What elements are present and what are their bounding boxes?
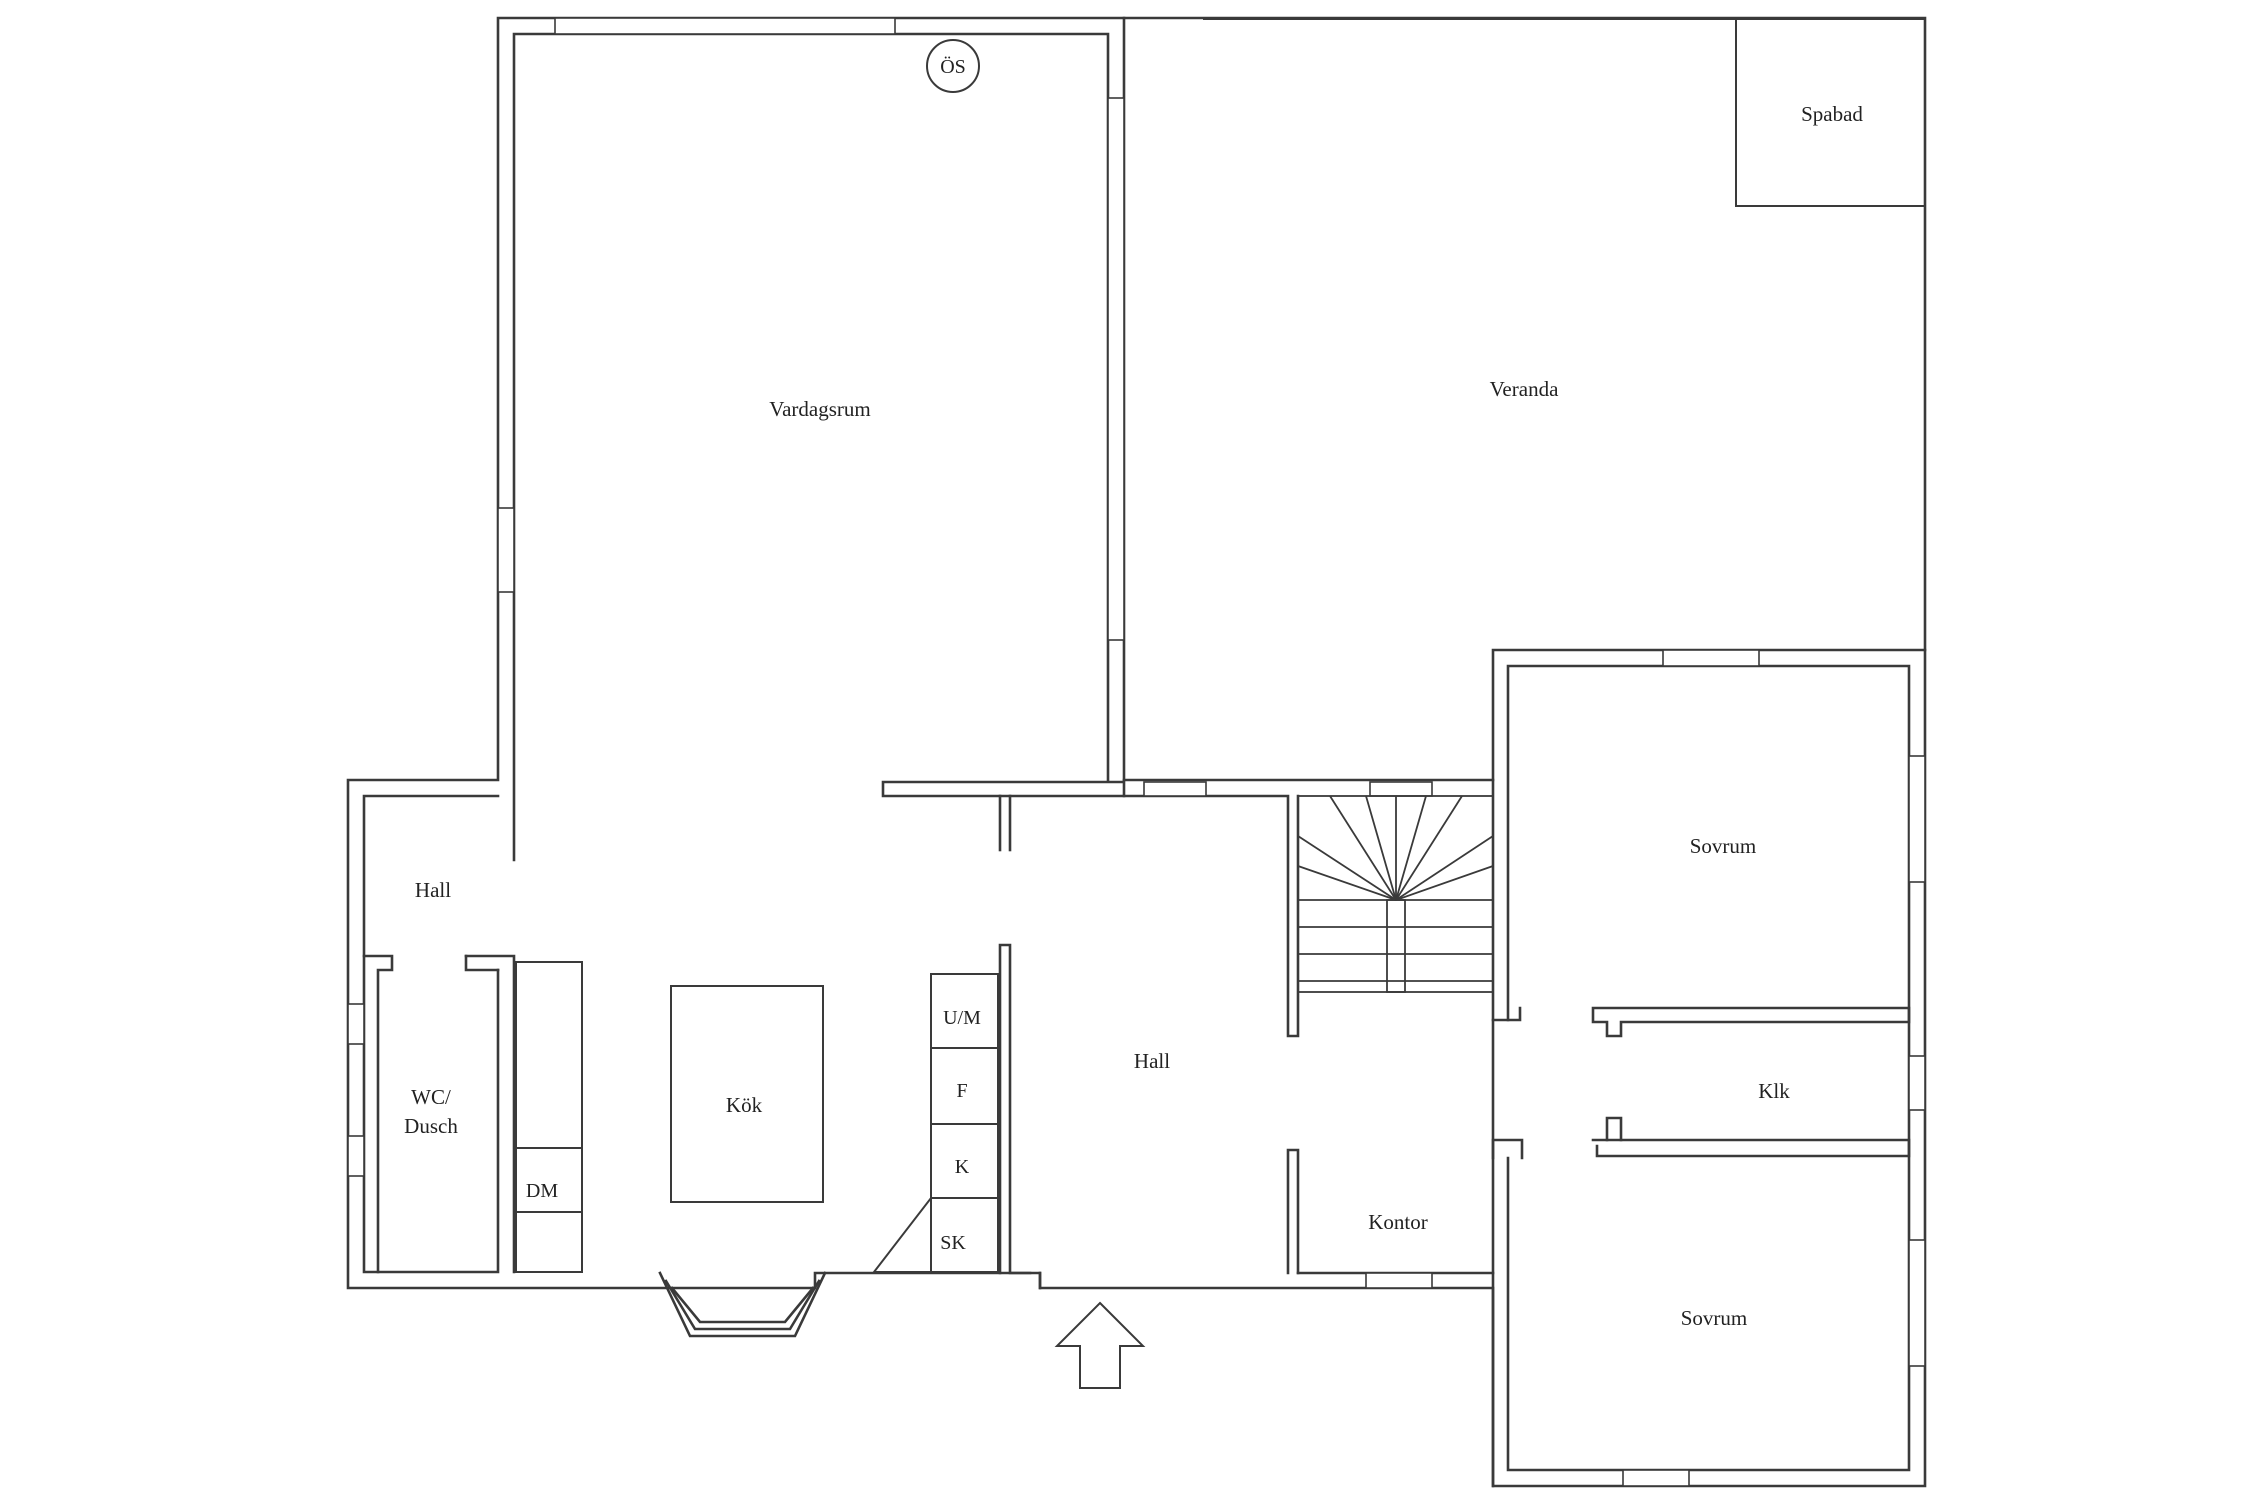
label-bath-line2: Dusch <box>404 1114 458 1138</box>
bedroom-block-inner <box>1506 664 1911 1472</box>
window-bath-west-a <box>347 1003 365 1045</box>
bath-door-stub-left <box>362 954 394 1274</box>
window-bedroom2-east <box>1908 1239 1926 1367</box>
bay-window-glass <box>664 1279 821 1331</box>
spa-outline <box>1735 17 1926 207</box>
bedroom-wardrobe-wall <box>1591 1006 1911 1038</box>
label-wardrobe: Klk <box>1758 1079 1790 1103</box>
label-hall-center: Hall <box>1134 1049 1170 1073</box>
label-oven-micro: U/M <box>943 1007 981 1029</box>
living-west-inner-wall <box>512 32 1110 862</box>
label-bath-line1: WC/ <box>411 1085 451 1109</box>
label-living-room: Vardagsrum <box>769 397 870 421</box>
labels: Vardagsrum Veranda Spabad ÖS Hall Hall W… <box>404 55 1863 1330</box>
stair-right-wall <box>1491 1006 1522 1022</box>
bedroom-block-outer <box>1491 648 1927 1488</box>
label-dishwasher: DM <box>526 1180 558 1202</box>
window-bedroom-north <box>1662 649 1760 667</box>
window-veranda-door-a <box>1143 781 1207 797</box>
veranda-bottom-wall <box>881 780 1126 798</box>
office-east-wall <box>1491 1138 1524 1160</box>
stair-newel <box>1386 899 1406 993</box>
label-veranda: Veranda <box>1490 377 1559 401</box>
label-bedroom-lower: Sovrum <box>1681 1306 1748 1330</box>
window-living-west <box>497 507 515 593</box>
bay-window-inner <box>670 1286 815 1324</box>
wardrobe-bedroom-wall <box>1591 1138 1911 1158</box>
bath-wall-right <box>464 954 500 972</box>
window-wardrobe-east <box>1908 1055 1926 1111</box>
label-fridge: K <box>955 1156 970 1178</box>
label-kitchen: Kök <box>726 1093 763 1117</box>
window-bedroom-east <box>1908 755 1926 883</box>
core-top-wall <box>1122 794 1300 1038</box>
bay-window-wall <box>658 1271 827 1338</box>
windows <box>347 17 1926 1487</box>
window-living-east <box>1107 97 1125 641</box>
window-bedroom2-south <box>1622 1469 1690 1487</box>
kitchen-counter <box>515 961 583 1273</box>
walls <box>346 16 1927 1488</box>
label-spa: Spabad <box>1801 102 1863 126</box>
window-bath-west-b <box>347 1135 365 1177</box>
kitchen-island <box>670 985 824 1203</box>
up-arrow-icon <box>1054 1301 1146 1389</box>
window-living-north <box>554 17 896 35</box>
hall-west-wall <box>998 943 1032 1275</box>
staircase <box>1297 795 1494 993</box>
wardrobe-door-stub <box>1605 1116 1623 1142</box>
label-closet: SK <box>940 1232 966 1254</box>
office-west-wall <box>1286 1148 1300 1275</box>
window-veranda-door-b <box>1369 781 1433 797</box>
label-bedroom-upper: Sovrum <box>1690 834 1757 858</box>
label-freezer: F <box>956 1080 967 1102</box>
label-hall-west: Hall <box>415 878 451 902</box>
label-fireplace: ÖS <box>940 55 966 78</box>
label-office: Kontor <box>1368 1210 1428 1234</box>
west-hall-inner-wall <box>362 794 500 1274</box>
outer-wall <box>346 16 1927 1488</box>
fireplace-icon <box>926 39 980 93</box>
window-office-south <box>1365 1272 1433 1289</box>
bath-door-stub-right <box>464 954 516 1274</box>
fixtures <box>515 17 1926 1389</box>
